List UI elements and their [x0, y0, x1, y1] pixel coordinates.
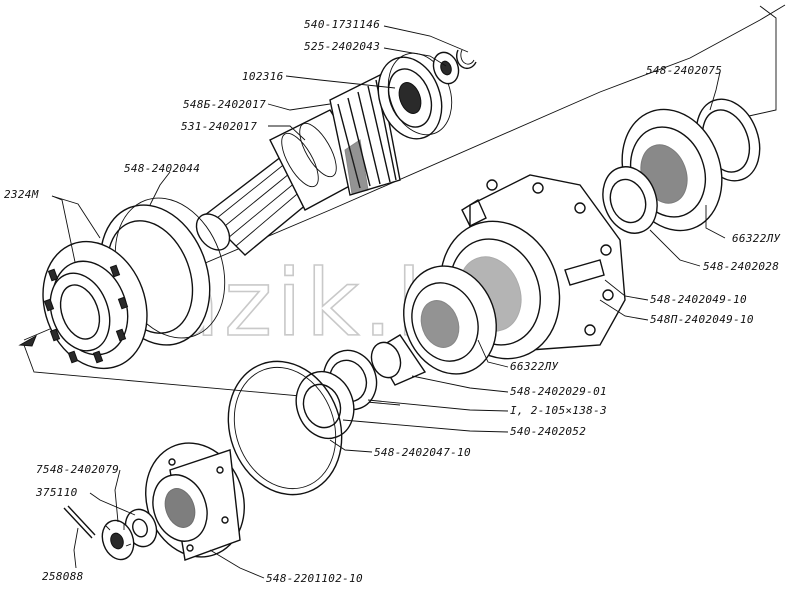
flange-548-2201102	[145, 442, 245, 561]
castle-nut-7548-2402079	[101, 519, 135, 561]
cotter-pin-258088	[63, 505, 96, 539]
label-540-2402052: 540-2402052	[510, 425, 586, 438]
pinion-shaft	[195, 73, 401, 256]
label-540-1731146: 540-1731146	[304, 18, 380, 31]
cone-548-2402029	[370, 334, 427, 386]
label-525-2402043: 525-2402043	[304, 40, 380, 53]
bearing-102316	[377, 52, 453, 140]
label-66322lu-lower: 66322ЛУ	[510, 360, 559, 373]
label-548-2402049-10: 548-2402049-10	[650, 293, 747, 306]
part-labels: 540-1731146 525-2402043 102316 548Б-2402…	[4, 18, 781, 585]
label-548-2402075: 548-2402075	[646, 64, 722, 77]
label-548-2402028: 548-2402028	[703, 260, 779, 273]
leader-lines	[51, 25, 726, 579]
ring-548-2402028	[602, 166, 658, 234]
label-66322lu-upper: 66322ЛУ	[732, 232, 781, 245]
gasket-548-2402047	[227, 360, 343, 496]
assembly-axis-bracket	[18, 4, 786, 406]
label-548b-2402017: 548Б-2402017	[183, 98, 266, 111]
label-seal-105x138: I, 2-105×138-3	[510, 404, 607, 417]
label-548p-2402049-10: 548П-2402049-10	[650, 313, 754, 326]
label-7548-2402079: 7548-2402079	[36, 463, 119, 476]
label-375110: 375110	[35, 486, 78, 499]
label-2324m: 2324М	[4, 188, 39, 201]
label-548-2402029-01: 548-2402029-01	[510, 385, 607, 398]
label-548-2402047-10: 548-2402047-10	[374, 446, 471, 459]
label-531-2402017: 531-2402017	[181, 120, 257, 133]
label-102316: 102316	[242, 70, 284, 83]
label-548-2201102-10: 548-2201102-10	[266, 572, 363, 585]
snap-ring-540-1731146	[456, 49, 477, 70]
label-258088: 258088	[42, 570, 84, 583]
label-548-2402044: 548-2402044	[124, 162, 200, 175]
bearing-2324m	[42, 240, 148, 370]
cover-540-2402052	[295, 370, 355, 440]
bearing-66322lu-lower	[403, 265, 497, 375]
